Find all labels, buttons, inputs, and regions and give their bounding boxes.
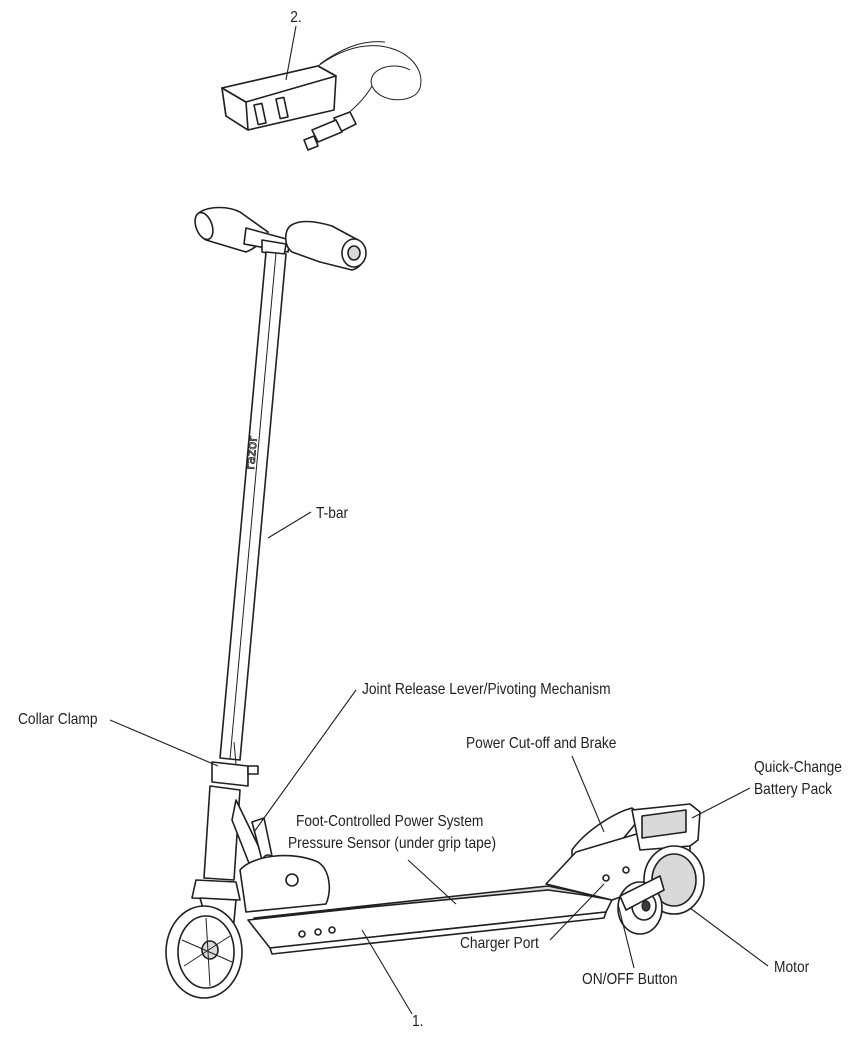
charger-illustration [221, 41, 422, 151]
callout-quick-change-line1: Quick-Change [754, 759, 842, 776]
callout-foot-sensor-line1: Foot-Controlled Power System [296, 813, 484, 830]
leader-lines [109, 25, 769, 1015]
rear-assembly-illustration [545, 803, 705, 935]
callout-charger-port: Charger Port [460, 935, 539, 952]
deck-illustration [247, 885, 613, 955]
stem-illustration [191, 251, 287, 901]
callout-power-cutoff-brake: Power Cut-off and Brake [466, 735, 617, 752]
stem-brand-logo: razor [243, 435, 261, 470]
front-wheel-illustration [165, 897, 243, 999]
callout-item-1: 1. [412, 1013, 424, 1030]
callout-on-off-button: ON/OFF Button [582, 971, 678, 988]
callout-collar-clamp: Collar Clamp [18, 711, 98, 728]
callout-motor: Motor [774, 959, 810, 976]
callout-item-2: 2. [290, 9, 302, 26]
callout-quick-change-line2: Battery Pack [754, 781, 833, 798]
callout-foot-sensor-line2: Pressure Sensor (under grip tape) [288, 835, 497, 852]
callout-t-bar: T-bar [316, 505, 349, 522]
callout-joint-release-lever: Joint Release Lever/Pivoting Mechanism [362, 681, 611, 698]
